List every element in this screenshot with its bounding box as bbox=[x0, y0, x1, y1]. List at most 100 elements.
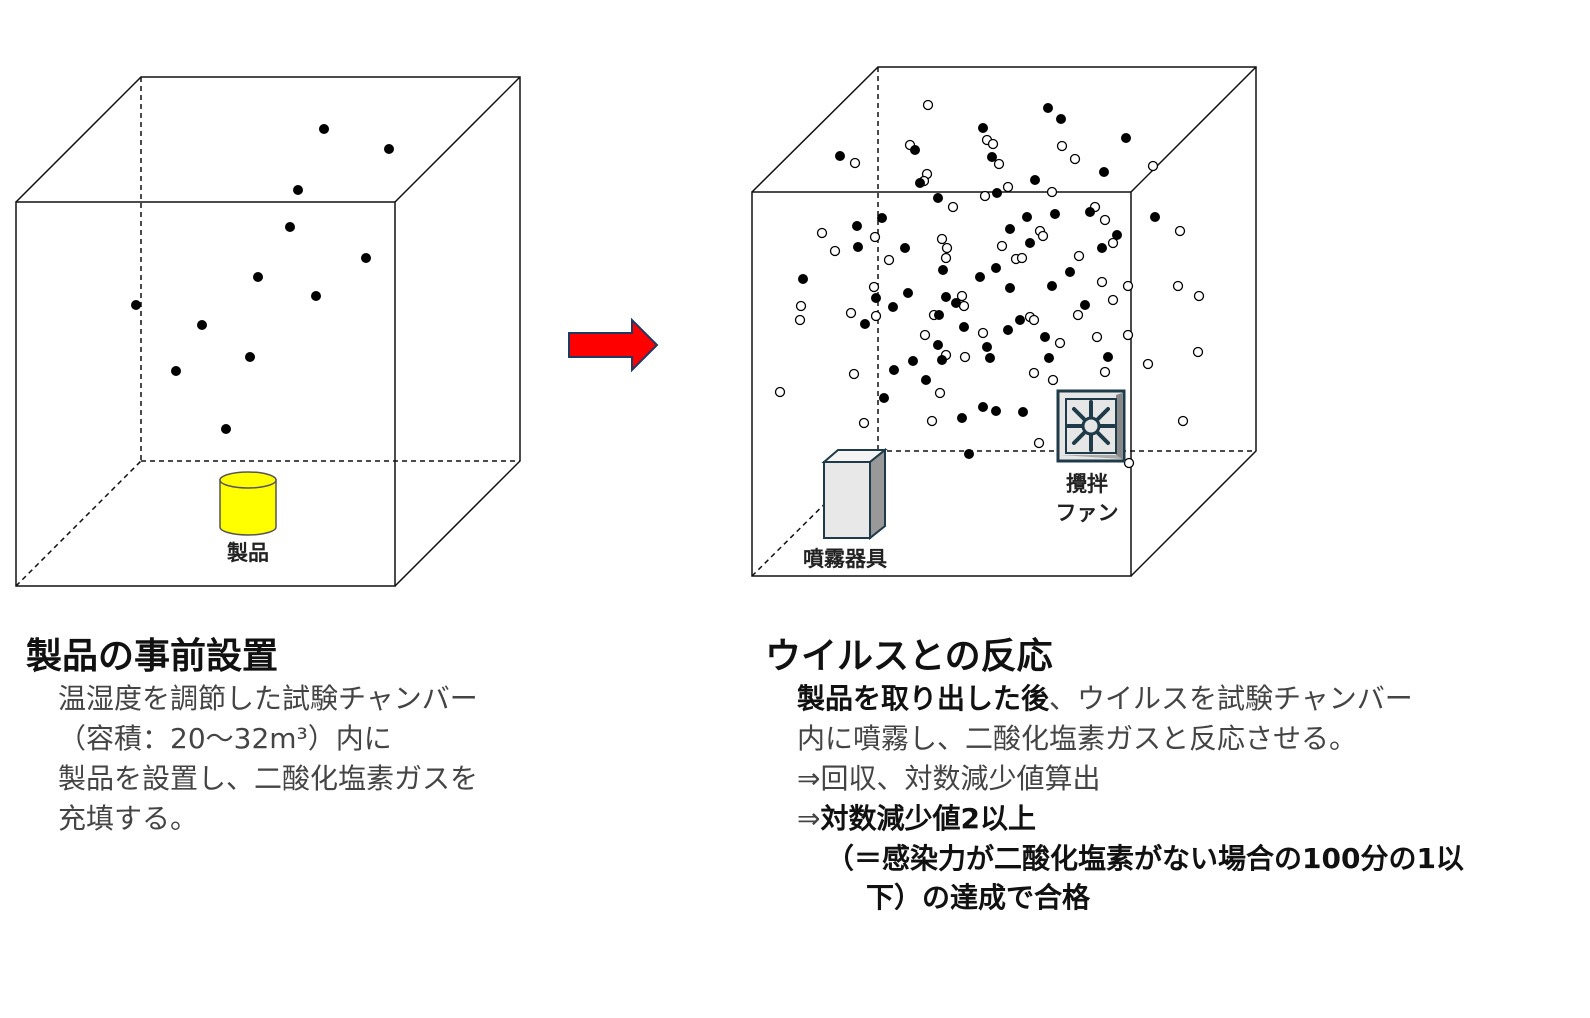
gas-particle bbox=[1044, 353, 1054, 363]
left-line-1: 温湿度を調節した試験チャンバー bbox=[58, 682, 478, 715]
stirring-fan-icon bbox=[1056, 389, 1126, 463]
virus-particle bbox=[1033, 437, 1045, 449]
virus-particle bbox=[922, 99, 934, 111]
gas-particle bbox=[951, 298, 961, 308]
virus-particle bbox=[1193, 290, 1205, 302]
virus-particle bbox=[858, 417, 870, 429]
gas-particle bbox=[293, 185, 303, 195]
right-line-4: ⇒対数減少値2以上 bbox=[797, 802, 1036, 835]
product-label: 製品 bbox=[226, 541, 269, 565]
gas-particle bbox=[1150, 212, 1160, 222]
left-title: 製品の事前設置 bbox=[26, 636, 278, 677]
gas-particle bbox=[938, 265, 948, 275]
virus-particle bbox=[883, 254, 895, 266]
right-line-4-arrow: ⇒ bbox=[797, 802, 820, 835]
gas-particle bbox=[978, 123, 988, 133]
gas-particle bbox=[964, 449, 974, 459]
virus-particle bbox=[816, 227, 828, 239]
gas-particle bbox=[1103, 352, 1113, 362]
gas-particle bbox=[1030, 175, 1040, 185]
gas-particle bbox=[1005, 283, 1015, 293]
gas-particle bbox=[852, 221, 862, 231]
virus-particle bbox=[868, 281, 880, 293]
left-chamber-cube bbox=[15, 76, 521, 587]
gas-particle bbox=[915, 178, 925, 188]
fan-label-line1: 攪拌 bbox=[1066, 472, 1108, 496]
virus-particle bbox=[1072, 309, 1084, 321]
gas-particle bbox=[888, 302, 898, 312]
virus-particle bbox=[1107, 294, 1119, 306]
virus-particle bbox=[936, 233, 948, 245]
sprayer-device bbox=[821, 447, 888, 541]
gas-particle bbox=[985, 353, 995, 363]
right-line-4-bold: 対数減少値2以上 bbox=[820, 802, 1035, 835]
gas-particle bbox=[941, 292, 951, 302]
gas-particle bbox=[1112, 230, 1122, 240]
gas-particle bbox=[1099, 167, 1109, 177]
virus-particle bbox=[1107, 237, 1119, 249]
virus-particle bbox=[1073, 250, 1085, 262]
virus-particle bbox=[1172, 280, 1184, 292]
virus-particle bbox=[941, 242, 953, 254]
virus-particle bbox=[1177, 415, 1189, 427]
gas-particle bbox=[171, 366, 181, 376]
left-line-2: （容積：20～32m³）内に bbox=[58, 722, 392, 755]
gas-particle bbox=[221, 424, 231, 434]
virus-particle bbox=[794, 314, 806, 326]
virus-particle bbox=[1122, 280, 1134, 292]
gas-particle bbox=[1040, 332, 1050, 342]
virus-particle bbox=[1091, 331, 1103, 343]
virus-particle bbox=[869, 231, 881, 243]
virus-particle bbox=[1123, 457, 1135, 469]
gas-particle bbox=[933, 193, 943, 203]
virus-particle bbox=[774, 386, 786, 398]
virus-particle bbox=[977, 327, 989, 339]
gas-particle bbox=[1097, 243, 1107, 253]
gas-particle bbox=[1121, 133, 1131, 143]
gas-particle bbox=[959, 322, 969, 332]
virus-particle bbox=[979, 190, 991, 202]
gas-particle bbox=[311, 291, 321, 301]
gas-particle bbox=[245, 352, 255, 362]
right-title: ウイルスとの反応 bbox=[765, 636, 1053, 677]
gas-particle bbox=[1015, 315, 1025, 325]
gas-particle bbox=[877, 213, 887, 223]
gas-particle bbox=[992, 188, 1002, 198]
gas-particle bbox=[253, 272, 263, 282]
virus-particle bbox=[1047, 374, 1059, 386]
virus-particle bbox=[1054, 337, 1066, 349]
gas-particle bbox=[853, 242, 863, 252]
virus-particle bbox=[849, 157, 861, 169]
gas-particle bbox=[1080, 300, 1090, 310]
right-line-6: 下）の達成で合格 bbox=[866, 881, 1091, 914]
gas-particle bbox=[978, 402, 988, 412]
gas-particle bbox=[1022, 212, 1032, 222]
virus-particle bbox=[947, 201, 959, 213]
right-line-2: 内に噴霧し、二酸化塩素ガスと反応させる。 bbox=[797, 722, 1357, 755]
gas-particle bbox=[835, 151, 845, 161]
gas-particle bbox=[1085, 207, 1095, 217]
virus-particle bbox=[1192, 346, 1204, 358]
right-line-1: 製品を取り出した後、ウイルスを試験チャンバー bbox=[797, 682, 1413, 715]
virus-particle bbox=[1002, 181, 1014, 193]
right-line-5: （＝感染力が二酸化塩素がない場合の100分の1以 bbox=[826, 842, 1464, 875]
virus-particle bbox=[934, 387, 946, 399]
virus-particle bbox=[926, 415, 938, 427]
virus-particle bbox=[1028, 314, 1040, 326]
product-cylinder bbox=[219, 471, 277, 536]
virus-particle bbox=[1099, 214, 1111, 226]
gas-particle bbox=[131, 300, 141, 310]
gas-particle bbox=[871, 293, 881, 303]
right-line-1-bold: 製品を取り出した後 bbox=[797, 682, 1050, 715]
virus-particle bbox=[1174, 225, 1186, 237]
virus-particle bbox=[987, 138, 999, 150]
virus-particle bbox=[829, 245, 841, 257]
virus-particle bbox=[919, 329, 931, 341]
virus-particle bbox=[940, 252, 952, 264]
gas-particle bbox=[933, 340, 943, 350]
left-gas-particles bbox=[131, 124, 394, 434]
gas-particle bbox=[1005, 224, 1015, 234]
gas-particle bbox=[1018, 407, 1028, 417]
gas-particle bbox=[1056, 114, 1066, 124]
